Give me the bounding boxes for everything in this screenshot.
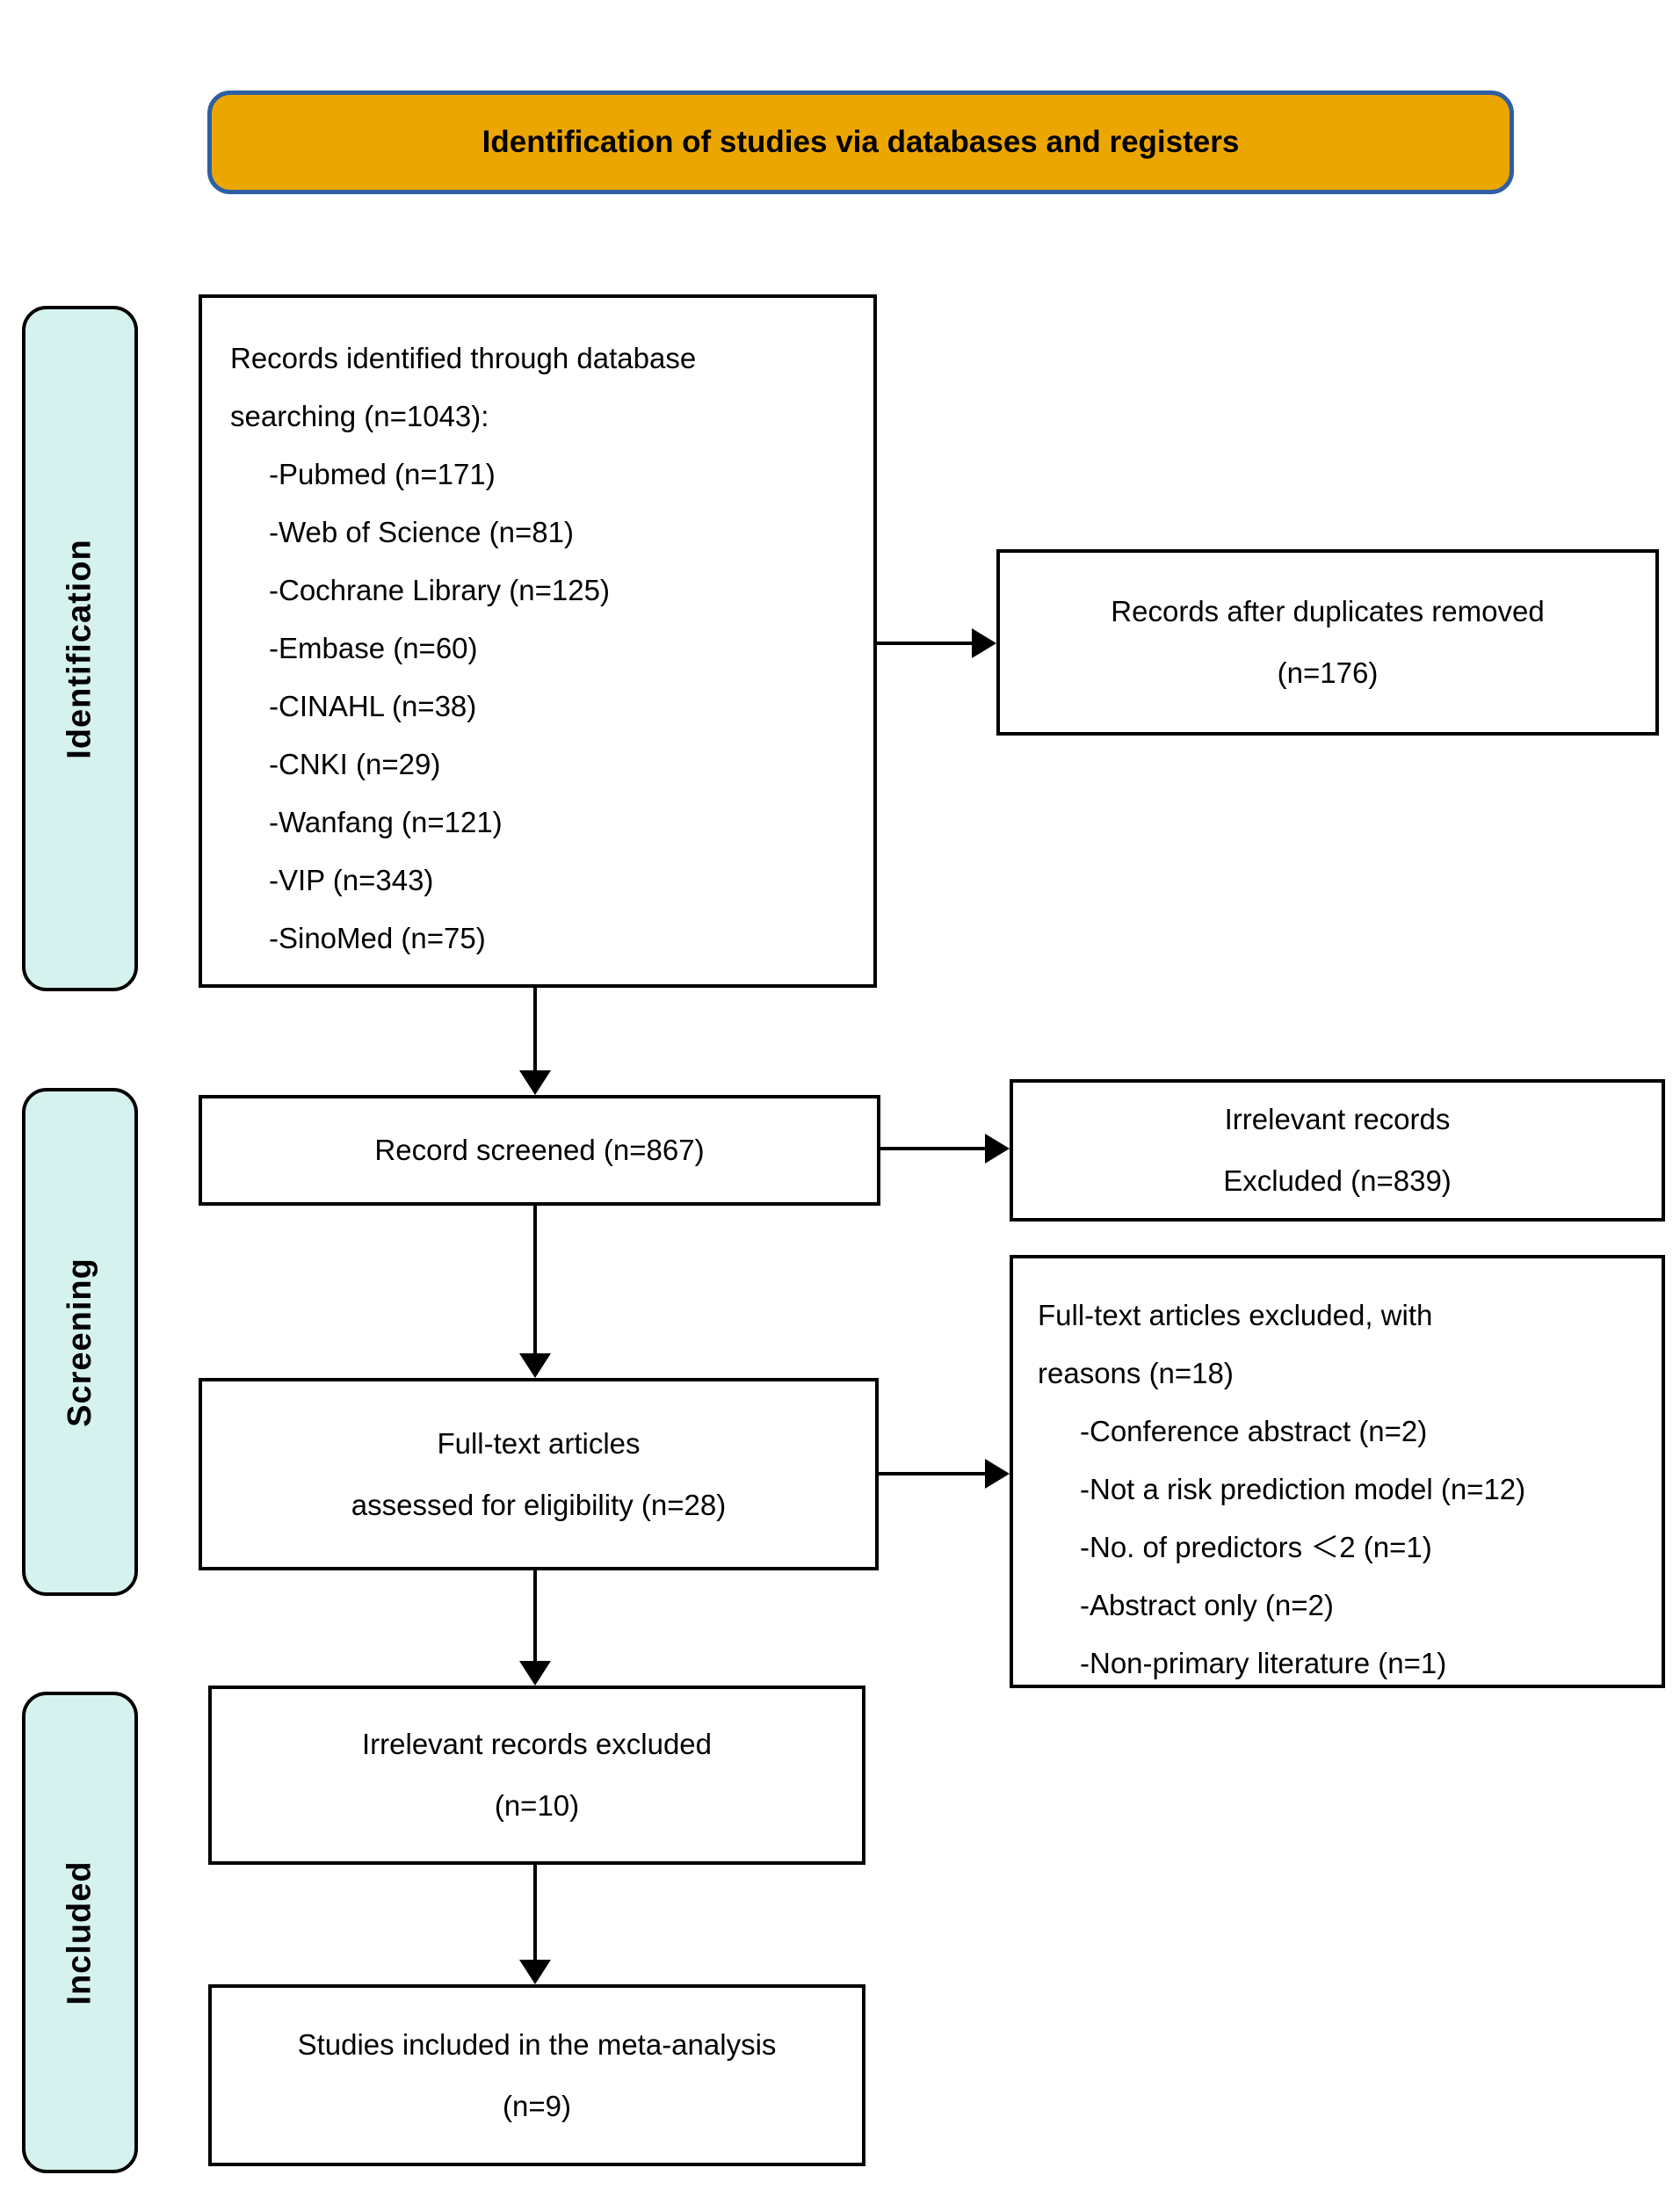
arrow-shaft xyxy=(533,988,537,1072)
banner-title-text: Identification of studies via databases … xyxy=(482,125,1240,159)
fulltext-excluded-reason: -Not a risk prediction model (n=12) xyxy=(1080,1473,1526,1505)
stage-identification-label: Identification xyxy=(61,538,98,759)
arrow-shaft xyxy=(877,642,974,645)
records-source-item: -VIP (n=343) xyxy=(269,864,434,896)
arrow-shaft xyxy=(880,1147,987,1150)
box-studies-included: Studies included in the meta-analysis (n… xyxy=(208,1984,865,2166)
irrelevant-records-count: Excluded (n=839) xyxy=(1223,1164,1452,1197)
irrelevant-records-line: Irrelevant records xyxy=(1224,1103,1451,1135)
fulltext-assessed-line: assessed for eligibility (n=28) xyxy=(351,1488,727,1521)
duplicates-removed-count: (n=176) xyxy=(1277,656,1379,689)
stage-included: Included xyxy=(22,1692,138,2173)
records-source-item: -Cochrane Library (n=125) xyxy=(269,574,610,606)
arrow-right-icon xyxy=(985,1459,1010,1489)
box-duplicates-removed: Records after duplicates removed (n=176) xyxy=(996,549,1659,736)
fulltext-assessed-line: Full-text articles xyxy=(437,1426,641,1460)
arrow-shaft xyxy=(533,1865,537,1961)
fulltext-excluded-reason: -Non-primary literature (n=1) xyxy=(1080,1647,1447,1679)
stage-screening-label: Screening xyxy=(61,1257,98,1427)
arrow-right-icon xyxy=(985,1134,1010,1164)
records-source-item: -Wanfang (n=121) xyxy=(269,806,503,838)
arrow-shaft xyxy=(879,1472,987,1475)
box-irrelevant-records: Irrelevant records Excluded (n=839) xyxy=(1010,1079,1665,1222)
records-screened-line: Record screened (n=867) xyxy=(374,1134,705,1166)
arrow-shaft xyxy=(533,1206,537,1355)
banner-title: Identification of studies via databases … xyxy=(207,91,1514,194)
box-irrelevant-excluded: Irrelevant records excluded (n=10) xyxy=(208,1686,865,1865)
box-fulltext-assessed: Full-text articles assessed for eligibil… xyxy=(199,1378,879,1570)
arrow-down-icon xyxy=(519,1960,551,1984)
box-records-identified: Records identified through database sear… xyxy=(199,294,877,988)
records-identified-line: Records identified through database xyxy=(230,342,697,374)
arrow-down-icon xyxy=(519,1661,551,1686)
fulltext-excluded-reason: -Abstract only (n=2) xyxy=(1080,1589,1334,1621)
records-source-item: -Pubmed (n=171) xyxy=(269,458,496,490)
box-records-screened: Record screened (n=867) xyxy=(199,1095,880,1206)
records-source-item: -Web of Science (n=81) xyxy=(269,516,574,548)
records-source-item: -SinoMed (n=75) xyxy=(269,922,486,954)
irrelevant-excluded-line: Irrelevant records excluded xyxy=(361,1728,713,1760)
records-source-item: -Embase (n=60) xyxy=(269,632,478,664)
fulltext-excluded-reason: -No. of predictors ＜2 (n=1) xyxy=(1080,1531,1432,1563)
arrow-right-icon xyxy=(972,628,996,658)
studies-included-count: (n=9) xyxy=(503,2089,571,2122)
fulltext-excluded-line: reasons (n=18) xyxy=(1038,1357,1234,1389)
box-fulltext-excluded: Full-text articles excluded, with reason… xyxy=(1010,1255,1665,1688)
arrow-shaft xyxy=(533,1570,537,1663)
records-source-item: -CNKI (n=29) xyxy=(269,748,441,780)
arrow-down-icon xyxy=(519,1353,551,1378)
arrow-down-icon xyxy=(519,1070,551,1095)
duplicates-removed-line: Records after duplicates removed xyxy=(1111,595,1545,627)
records-source-item: -CINAHL (n=38) xyxy=(269,690,477,722)
fulltext-excluded-line: Full-text articles excluded, with xyxy=(1038,1299,1433,1331)
records-identified-line: searching (n=1043): xyxy=(230,400,489,432)
stage-included-label: Included xyxy=(61,1860,98,2005)
irrelevant-excluded-count: (n=10) xyxy=(494,1789,580,1822)
studies-included-line: Studies included in the meta-analysis xyxy=(297,2027,777,2061)
stage-identification: Identification xyxy=(22,306,138,991)
stage-screening: Screening xyxy=(22,1088,138,1596)
fulltext-excluded-reason: -Conference abstract (n=2) xyxy=(1080,1415,1428,1447)
